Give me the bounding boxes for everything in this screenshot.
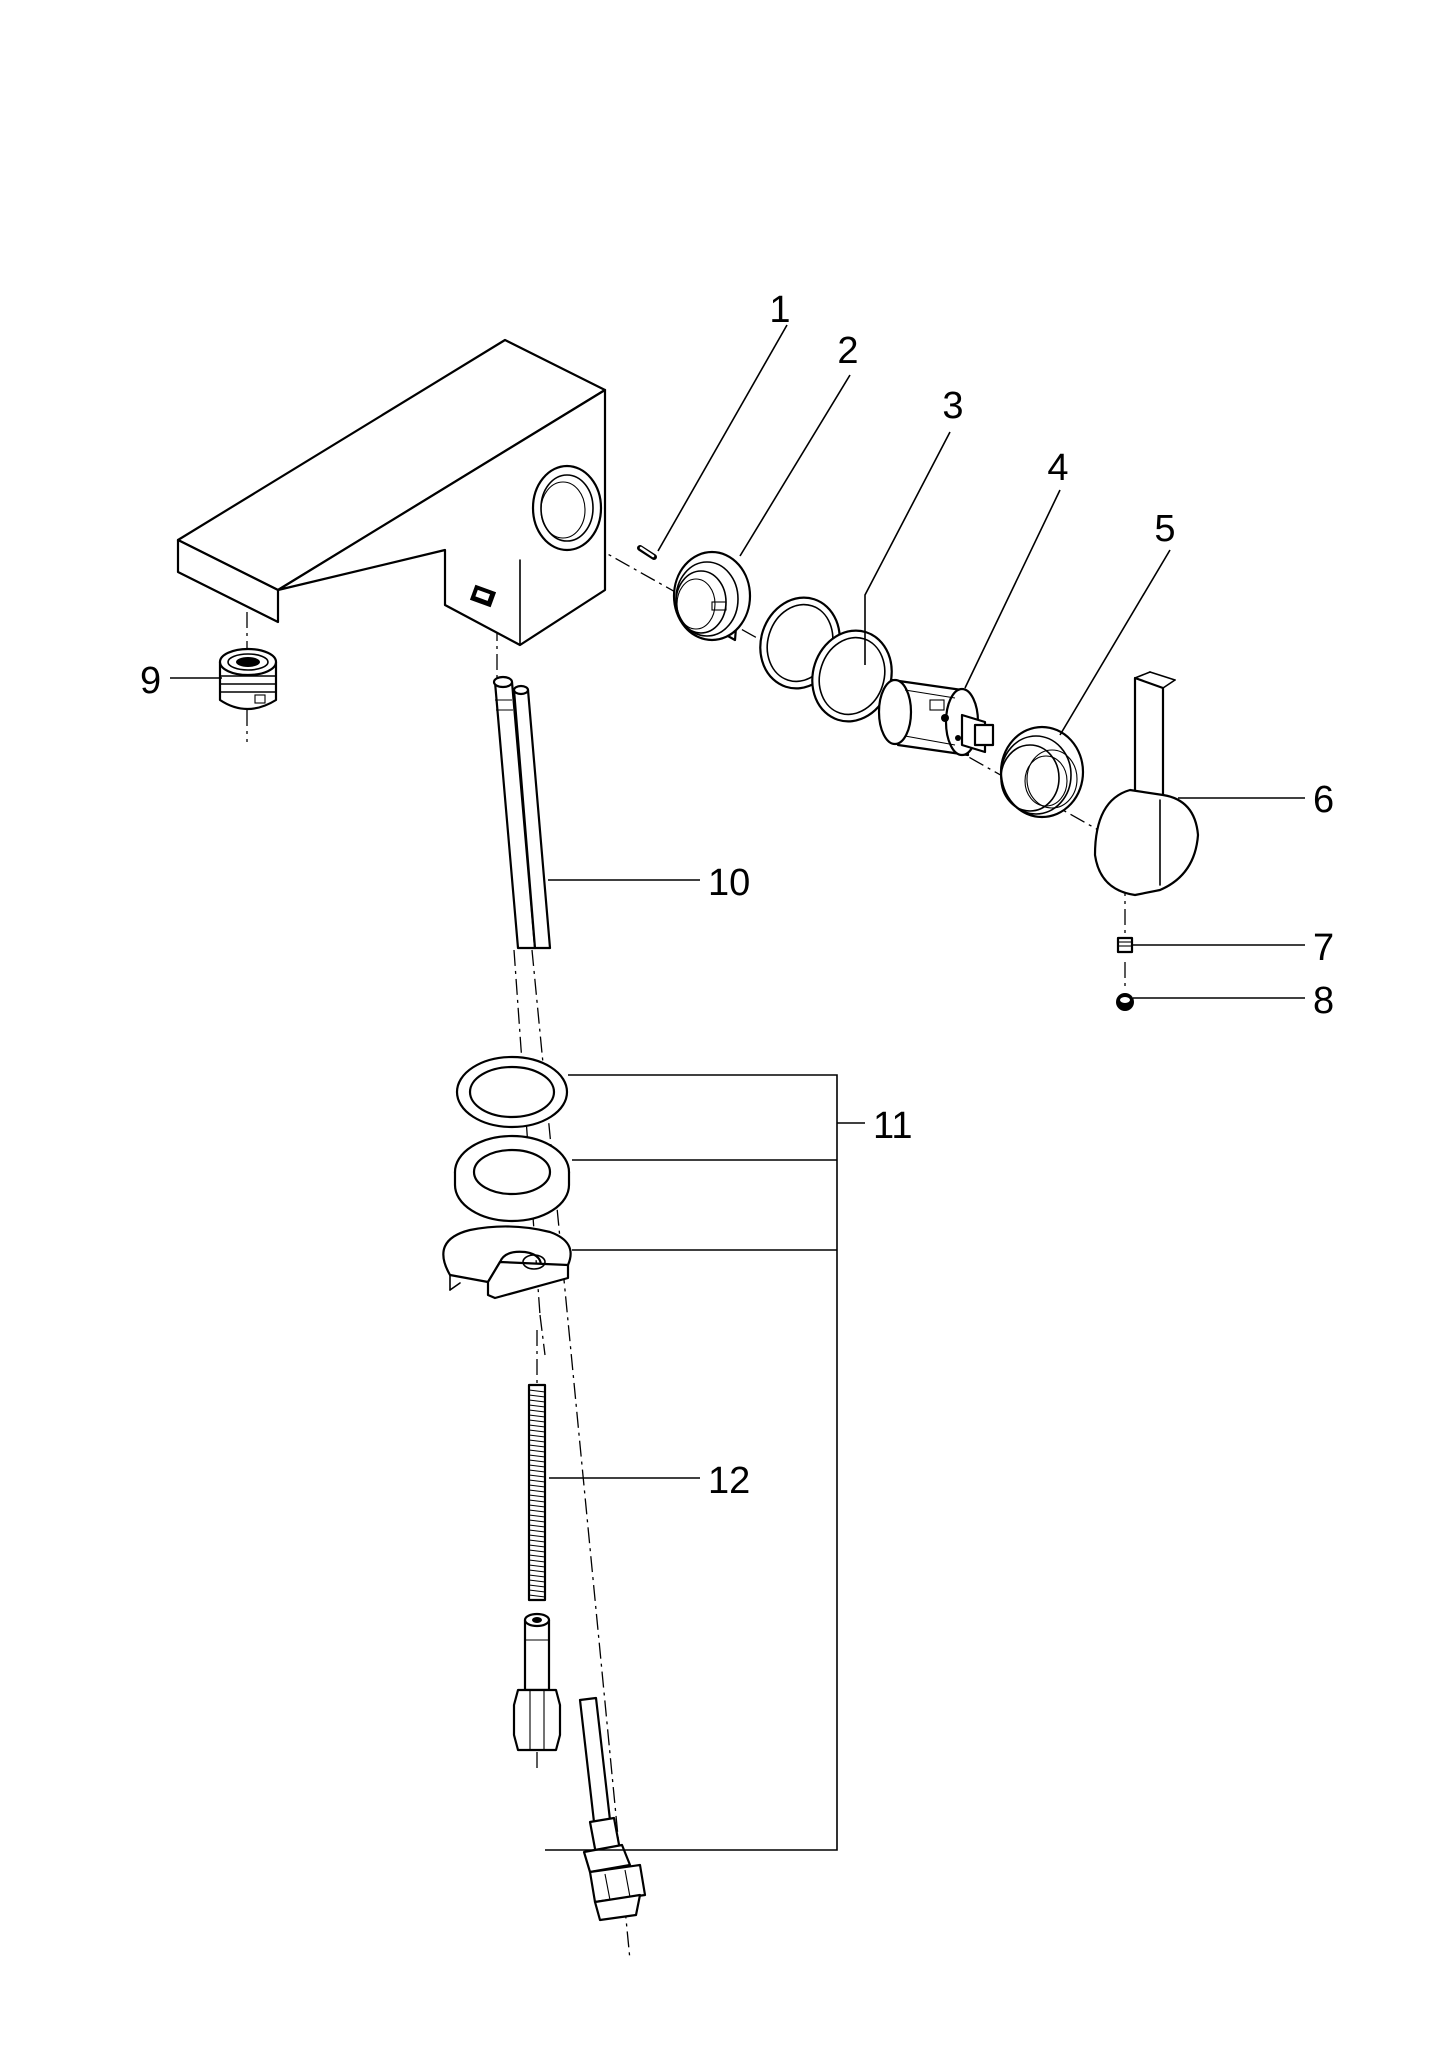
lever-part-6 bbox=[1093, 671, 1200, 897]
faucet-body bbox=[176, 338, 607, 647]
label-5: 5 bbox=[1154, 508, 1175, 550]
bush-part-2 bbox=[672, 550, 752, 642]
label-6: 6 bbox=[1313, 779, 1334, 821]
cover-nut-part-5 bbox=[999, 725, 1085, 819]
label-1: 1 bbox=[769, 289, 790, 331]
label-8: 8 bbox=[1313, 980, 1334, 1022]
label-11: 11 bbox=[873, 1105, 912, 1147]
leader-lines bbox=[170, 324, 1305, 1851]
label-12: 12 bbox=[708, 1460, 750, 1502]
aerator-part-9 bbox=[218, 647, 278, 711]
o-rings-part-3 bbox=[759, 596, 893, 723]
label-9: 9 bbox=[140, 660, 161, 702]
pin-part-1 bbox=[637, 545, 657, 560]
washers-part-11 bbox=[453, 1055, 571, 1223]
label-7: 7 bbox=[1313, 927, 1334, 969]
grub-screw-part-7 bbox=[1116, 936, 1134, 954]
horseshoe-bracket-part-11 bbox=[442, 1225, 572, 1300]
cartridge-part-4 bbox=[877, 678, 995, 757]
threaded-rod-part-12 bbox=[512, 1383, 562, 1752]
label-2: 2 bbox=[837, 330, 858, 372]
hose-fittings bbox=[578, 1696, 647, 1922]
hoses-part-10 bbox=[492, 675, 552, 950]
label-10: 10 bbox=[708, 862, 750, 904]
label-3: 3 bbox=[942, 385, 963, 427]
label-4: 4 bbox=[1047, 447, 1068, 489]
callout-labels: 1 2 3 4 5 6 7 8 9 10 11 12 bbox=[140, 289, 1334, 1502]
cap-part-8 bbox=[1116, 993, 1134, 1011]
